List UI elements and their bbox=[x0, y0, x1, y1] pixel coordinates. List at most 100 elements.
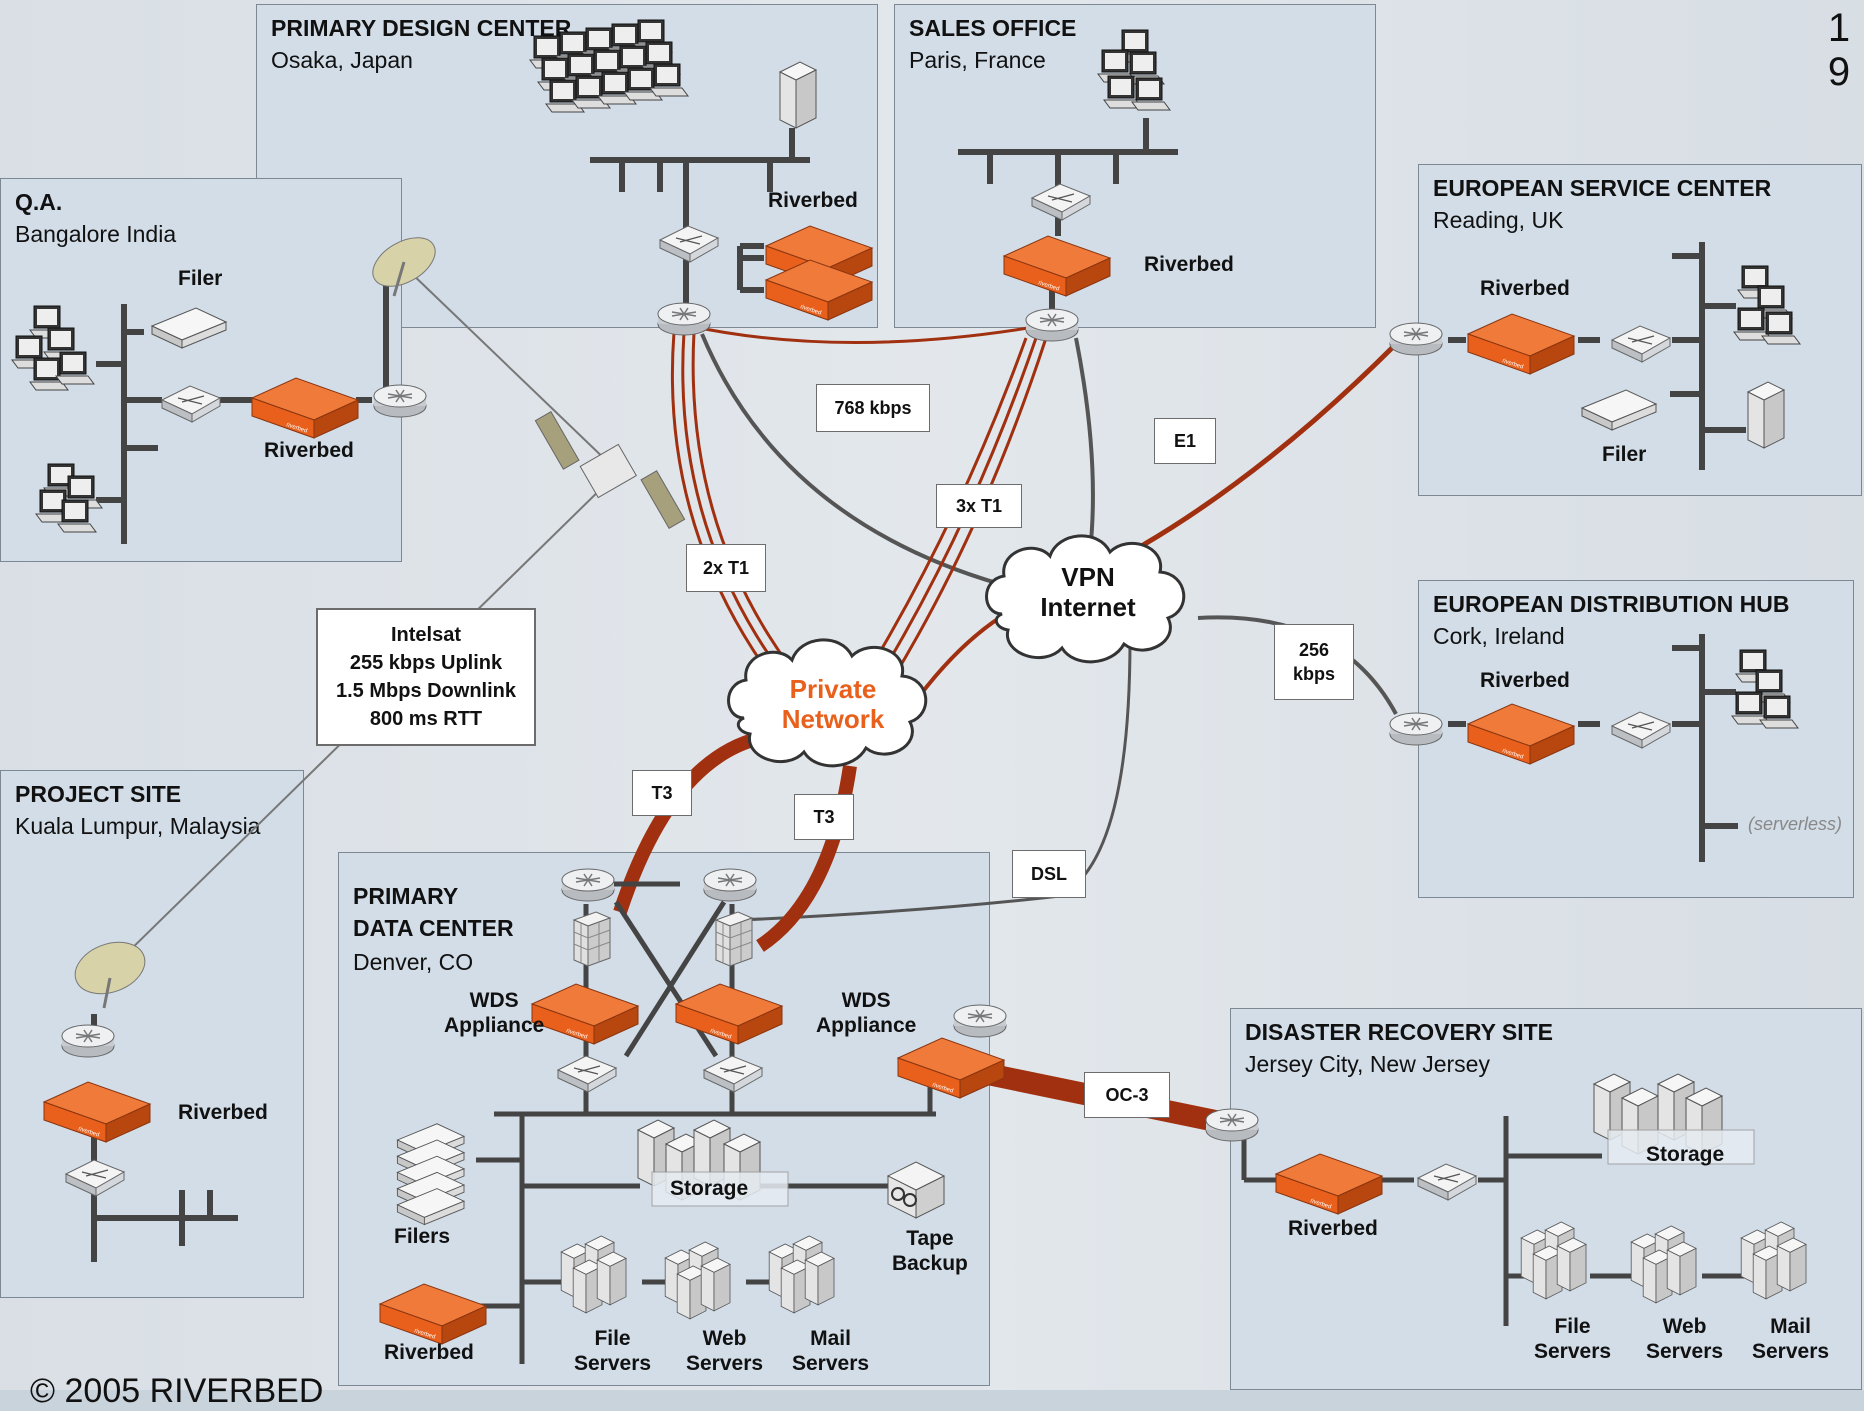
label-line: Mail bbox=[810, 1327, 851, 1350]
site-location: Denver, CO bbox=[353, 949, 474, 975]
link-design-to-sales bbox=[689, 322, 1053, 344]
switch-icon bbox=[161, 385, 221, 423]
label-line: File bbox=[1554, 1315, 1591, 1338]
link-label-oc3: OC-3 bbox=[1084, 1072, 1170, 1118]
site-title-line2: DATA CENTER bbox=[353, 915, 514, 941]
storage-icon bbox=[1593, 1073, 1755, 1165]
riverbed-appliance-icon bbox=[43, 1081, 151, 1143]
computers-icon bbox=[1733, 265, 1801, 345]
site-title: PRIMARY bbox=[353, 883, 459, 909]
router-icon bbox=[1025, 308, 1079, 342]
riverbed-appliance-icon bbox=[1467, 703, 1575, 765]
router-icon bbox=[373, 384, 427, 418]
sales-office-lan bbox=[958, 118, 1178, 312]
switch-icon bbox=[703, 1055, 763, 1093]
firewall-icon bbox=[715, 911, 753, 967]
site-location: Bangalore India bbox=[15, 221, 177, 247]
link-label-2xt1: 2x T1 bbox=[686, 544, 766, 592]
wds-appliance-label-left: WDS Appliance bbox=[444, 988, 544, 1038]
file-servers-label: File Servers bbox=[1534, 1314, 1611, 1364]
computers-icon bbox=[35, 463, 103, 533]
web-servers-icon bbox=[665, 1242, 730, 1319]
edh-lan bbox=[1448, 634, 1738, 862]
riverbed-appliance-icon bbox=[251, 377, 359, 439]
link-label-t3a: T3 bbox=[632, 770, 692, 816]
label-line: Servers bbox=[792, 1352, 870, 1375]
riverbed-appliance-icon bbox=[1003, 235, 1111, 297]
riverbed-appliance-icon bbox=[1275, 1153, 1383, 1215]
switch-icon bbox=[1417, 1163, 1477, 1201]
link-design-to-vpn bbox=[700, 333, 1001, 586]
riverbed-appliance-icon bbox=[1467, 313, 1575, 375]
label-line: Servers bbox=[1534, 1340, 1612, 1363]
riverbed-appliance-icon bbox=[675, 983, 783, 1045]
label-line: Mail bbox=[1770, 1315, 1811, 1338]
mail-servers-label: Mail Servers bbox=[792, 1326, 869, 1376]
router-icon bbox=[1389, 322, 1443, 356]
file-servers-label: File Servers bbox=[574, 1326, 651, 1376]
link-label-line: kbps bbox=[1292, 664, 1335, 684]
computers-icon bbox=[1097, 29, 1171, 111]
label-line: WDS bbox=[841, 989, 891, 1012]
link-vpn-to-esc bbox=[1122, 342, 1398, 559]
storage-icon bbox=[637, 1119, 789, 1207]
page-number: 1 9 bbox=[1824, 6, 1854, 94]
intelsat-rtt: 800 ms RTT bbox=[369, 708, 483, 730]
riverbed-label: Riverbed bbox=[1480, 277, 1570, 300]
vpn-internet-cloud-icon bbox=[985, 534, 1186, 664]
computers-icon bbox=[11, 305, 95, 391]
storage-label: Storage bbox=[1646, 1143, 1725, 1166]
site-location: Reading, UK bbox=[1433, 207, 1564, 233]
mail-servers-icon bbox=[769, 1236, 834, 1313]
label-line: Servers bbox=[1752, 1340, 1830, 1363]
label-line: Tape bbox=[906, 1227, 954, 1250]
riverbed-appliance-icon bbox=[379, 1283, 487, 1345]
site-title: DISASTER RECOVERY SITE bbox=[1245, 1019, 1554, 1045]
site-title: PROJECT SITE bbox=[15, 781, 182, 807]
intelsat-uplink: 255 kbps Uplink bbox=[349, 652, 503, 674]
label-line: Servers bbox=[686, 1352, 764, 1375]
label-line: Servers bbox=[574, 1352, 652, 1375]
project-site-lan bbox=[91, 1014, 238, 1262]
private-network-cloud-icon bbox=[727, 638, 928, 768]
site-location: Kuala Lumpur, Malaysia bbox=[15, 813, 261, 839]
switch-icon bbox=[65, 1159, 125, 1197]
label-line: Servers bbox=[1646, 1340, 1724, 1363]
private-label-line2: Network bbox=[781, 704, 885, 734]
design-center-lan bbox=[590, 128, 810, 306]
web-servers-label: Web Servers bbox=[686, 1326, 763, 1376]
switch-icon bbox=[1611, 325, 1671, 363]
site-location: Cork, Ireland bbox=[1433, 623, 1565, 649]
file-servers-icon bbox=[561, 1236, 626, 1313]
satellite-dish-icon bbox=[74, 941, 146, 1009]
web-servers-icon bbox=[1631, 1226, 1696, 1303]
filer-icon bbox=[151, 307, 227, 349]
link-label-3xt1: 3x T1 bbox=[936, 484, 1022, 528]
label-line: File bbox=[594, 1327, 631, 1350]
intelsat-name: Intelsat bbox=[390, 624, 462, 646]
site-location: Paris, France bbox=[909, 47, 1046, 73]
switch-icon bbox=[659, 225, 719, 263]
label-line: Appliance bbox=[444, 1014, 545, 1037]
filer-label: Filer bbox=[178, 267, 223, 290]
riverbed-label: Riverbed bbox=[1144, 253, 1234, 276]
riverbed-label: Riverbed bbox=[1480, 669, 1570, 692]
server-icon bbox=[1747, 381, 1785, 449]
filers-stack-icon bbox=[396, 1123, 465, 1226]
filer-label: Filer bbox=[1602, 443, 1647, 466]
switch-icon bbox=[557, 1055, 617, 1093]
router-icon bbox=[657, 302, 711, 336]
router-icon bbox=[1389, 712, 1443, 746]
copyright: © 2005 RIVERBED bbox=[30, 1372, 324, 1410]
router-icon bbox=[953, 1004, 1007, 1038]
esc-lan bbox=[1448, 242, 1746, 470]
filer-icon bbox=[1581, 389, 1657, 431]
vpn-label-line1: VPN bbox=[1061, 562, 1115, 592]
label-line: WDS bbox=[469, 989, 519, 1012]
page-number-digit: 9 bbox=[1827, 50, 1851, 94]
site-title: PRIMARY DESIGN CENTER bbox=[271, 15, 572, 41]
router-icon bbox=[61, 1024, 115, 1058]
label-line: Web bbox=[1662, 1315, 1707, 1338]
label-line: Backup bbox=[892, 1252, 968, 1275]
private-network-label: Private Network bbox=[768, 674, 898, 734]
